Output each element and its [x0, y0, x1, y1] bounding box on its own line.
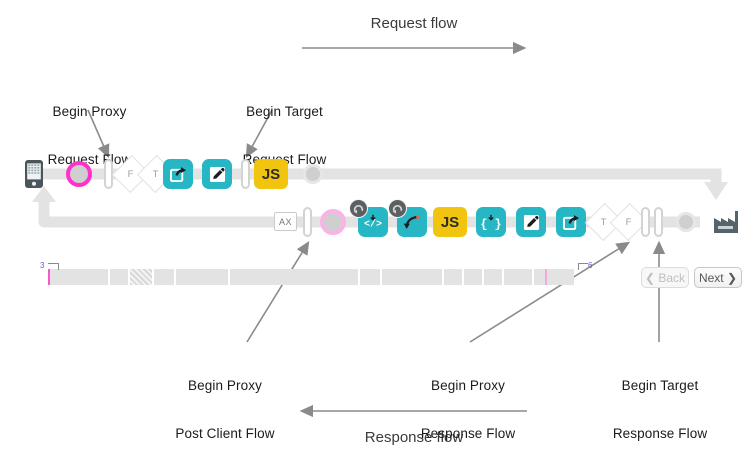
- flow-bar-2[interactable]: [241, 159, 250, 189]
- ruler-segment: [444, 269, 462, 285]
- js-label: JS: [261, 165, 281, 183]
- error-badge: [349, 199, 368, 218]
- leader-begin-proxy-post-client: [246, 240, 310, 343]
- flow-bar-glyph: [241, 159, 250, 189]
- ax-label: AX: [278, 216, 292, 227]
- ruler-segment: [360, 269, 380, 285]
- dot-glyph: [303, 164, 323, 184]
- diagram-canvas: Request flow Response flow Begin Proxy R…: [22, 15, 742, 446]
- timeline-left-bracket-stem: [58, 263, 59, 270]
- condition-label: T: [601, 216, 607, 228]
- route-arrow-icon: [169, 166, 186, 182]
- ruler-segment: [382, 269, 442, 285]
- timeline-right-bracket-stem: [578, 263, 579, 270]
- timeline-right-bracket: [578, 263, 588, 264]
- flow-bar-glyph: [641, 207, 650, 237]
- ruler-segment: [464, 269, 482, 285]
- flow-bar-4[interactable]: [641, 207, 650, 237]
- annotation-line-2: Response Flow: [420, 426, 516, 441]
- route-arrow-icon: [562, 214, 579, 230]
- ring-glyph: [66, 161, 92, 187]
- ax-analytics-box[interactable]: AX: [274, 212, 297, 231]
- leader-begin-proxy-response: [469, 241, 631, 343]
- factory-icon: [714, 211, 738, 233]
- phone-icon: [25, 160, 43, 188]
- client-device-icon: [22, 158, 46, 190]
- undo-arrow-icon: [353, 205, 364, 214]
- javascript-policy[interactable]: JS: [254, 159, 288, 189]
- ruler-segment: [48, 269, 108, 285]
- return-arrow-icon: [403, 215, 420, 229]
- condition-label: T: [153, 168, 159, 180]
- annotation-line-1: Begin Target: [246, 104, 323, 119]
- ruler-segment: [504, 269, 532, 285]
- ruler-segment: [154, 269, 174, 285]
- pencil-icon: [523, 214, 539, 230]
- annotation-line-2: Response Flow: [612, 426, 708, 441]
- javascript-policy-2[interactable]: JS: [433, 207, 467, 237]
- svg-text:</>: </>: [364, 219, 382, 230]
- target-server-icon: [712, 208, 740, 236]
- annotation-line-1: Begin Target: [621, 378, 699, 393]
- assign-message-policy[interactable]: [202, 159, 232, 189]
- leader-begin-proxy-request: [87, 109, 110, 159]
- annotation-line-1: Begin Proxy: [188, 378, 262, 393]
- code-brackets-icon: </>: [364, 214, 382, 230]
- flow-bar-glyph: [303, 207, 312, 237]
- ruler-segment: [230, 269, 358, 285]
- ruler-tick-start: [48, 269, 50, 285]
- svg-text:{ }: { }: [481, 217, 501, 231]
- flow-bar-glyph: [654, 207, 663, 237]
- js-label: JS: [440, 213, 460, 231]
- ruler-segment-hatched: [130, 269, 152, 285]
- ruler-segment: [176, 269, 228, 285]
- flow-bar-3[interactable]: [303, 207, 312, 237]
- route-policy-2[interactable]: [556, 207, 586, 237]
- back-button[interactable]: ❮ Back: [641, 267, 689, 288]
- post-client-start-ring[interactable]: [320, 209, 346, 235]
- raise-fault-policy[interactable]: [388, 199, 427, 237]
- extract-variables-policy[interactable]: </>: [349, 199, 388, 237]
- flow-bar-5[interactable]: [654, 207, 663, 237]
- json-braces-icon: { }: [481, 214, 501, 231]
- target-request-dot[interactable]: [303, 164, 323, 184]
- ring-glyph: [320, 209, 346, 235]
- condition-label: F: [128, 168, 134, 180]
- condition-label: F: [626, 216, 632, 228]
- annotation-line-1: Begin Proxy: [431, 378, 505, 393]
- ruler-tick-end: [545, 269, 547, 285]
- annotation-begin-proxy-response-flow: Begin Proxy Response Flow: [398, 346, 538, 474]
- annotation-line-1: Begin Proxy: [52, 104, 127, 119]
- ruler-segment: [110, 269, 128, 285]
- timeline-ruler[interactable]: [48, 269, 608, 285]
- dot-glyph: [676, 212, 696, 232]
- request-flow-title: Request flow: [370, 15, 458, 32]
- target-response-dot[interactable]: [676, 212, 696, 232]
- pencil-icon: [209, 166, 225, 182]
- timeline-left-marker: 3: [40, 261, 45, 270]
- annotation-begin-proxy-post-client-flow: Begin Proxy Post Client Flow: [155, 346, 295, 474]
- proxy-request-start-ring[interactable]: [66, 161, 92, 187]
- ruler-segment: [484, 269, 502, 285]
- error-badge: [388, 199, 407, 218]
- response-flow-title: Response flow: [364, 429, 464, 446]
- route-policy[interactable]: [163, 159, 193, 189]
- annotation-begin-target-response-flow: Begin Target Response Flow: [590, 346, 730, 474]
- timeline-right-marker: 6: [588, 261, 593, 270]
- assign-message-policy-2[interactable]: [516, 207, 546, 237]
- condition-diamond-f2[interactable]: F: [609, 202, 649, 242]
- annotation-line-2: Post Client Flow: [175, 426, 275, 441]
- next-button[interactable]: Next ❯: [694, 267, 742, 288]
- json-policy[interactable]: { }: [476, 207, 506, 237]
- timeline-left-bracket: [48, 263, 58, 264]
- undo-arrow-icon: [392, 205, 403, 214]
- leader-begin-target-request: [245, 109, 273, 159]
- ruler-segment: [534, 269, 574, 285]
